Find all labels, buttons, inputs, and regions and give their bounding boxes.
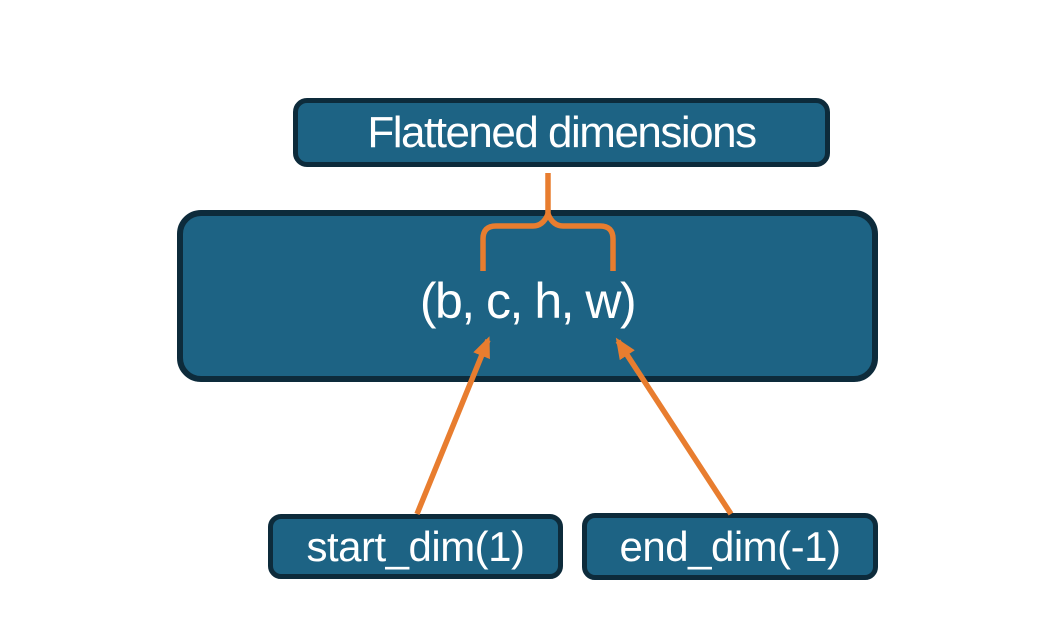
node-flattened-dimensions: Flattened dimensions bbox=[293, 98, 830, 167]
node-end-dim: end_dim(-1) bbox=[582, 513, 878, 580]
node-end-dim-label: end_dim(-1) bbox=[619, 522, 841, 570]
node-start-dim-label: start_dim(1) bbox=[306, 522, 525, 570]
node-start-dim: start_dim(1) bbox=[268, 514, 563, 579]
node-tensor-shape: (b, c, h, w) bbox=[177, 210, 878, 382]
node-tensor-shape-label: (b, c, h, w) bbox=[419, 273, 637, 329]
node-flattened-dimensions-label: Flattened dimensions bbox=[367, 107, 757, 157]
